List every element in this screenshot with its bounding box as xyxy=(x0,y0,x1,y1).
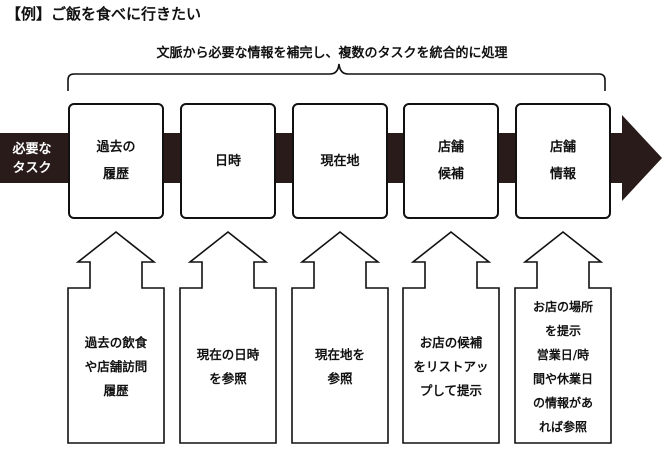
task-box-store-candidates: 店舗 候補 xyxy=(403,103,499,219)
up-arrow-callout xyxy=(514,230,612,444)
task-box-label: 過去の 履歴 xyxy=(96,140,136,182)
up-arrow-callout xyxy=(291,230,389,444)
detail-text-store-info: お店の場所 を提示 営業日/時 間や休業日 の情報があ れば参照 xyxy=(532,299,593,434)
task-box-label: 日時 xyxy=(214,153,241,169)
up-arrow-callouts xyxy=(67,230,612,444)
page-title: 【例】ご飯を食べに行きたい xyxy=(6,5,202,23)
up-arrow-callout xyxy=(179,230,277,444)
detail-text-location: 現在地を 参照 xyxy=(314,346,365,386)
diagram-subtitle: 文脈から必要な情報を補完し、複数のタスクを統合的に処理 xyxy=(156,46,508,61)
task-box-label: 店舗 候補 xyxy=(437,140,464,182)
task-box-datetime: 日時 xyxy=(180,103,276,219)
grouping-brace xyxy=(67,63,606,91)
up-arrow-callout xyxy=(67,230,165,444)
detail-text-datetime: 現在の日時 を参照 xyxy=(196,346,260,386)
detail-text-history: 過去の飲食 や店舗訪問 履歴 xyxy=(84,334,148,398)
task-box-label: 店舗 情報 xyxy=(549,140,576,182)
task-box-label: 現在地 xyxy=(320,153,360,169)
required-tasks-label: 必要な タスク xyxy=(12,142,52,176)
up-arrow-callout xyxy=(402,230,500,444)
task-box-store-info: 店舗 情報 xyxy=(515,103,611,219)
detail-text-store-candidates: お店の候補 をリストアッ プして提示 xyxy=(413,334,489,398)
task-box-location: 現在地 xyxy=(292,103,388,219)
task-box-history: 過去の 履歴 xyxy=(68,103,164,219)
